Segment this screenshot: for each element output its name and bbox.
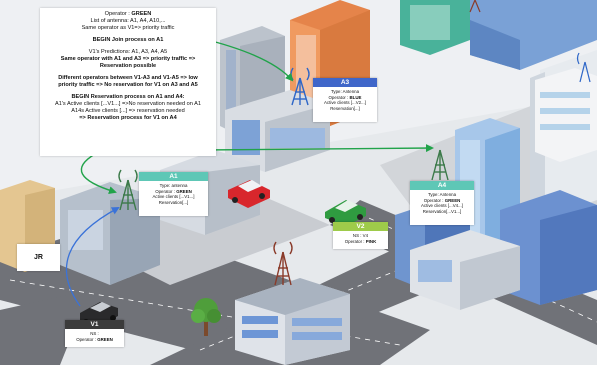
arrow-v1-to-a1	[65, 207, 120, 307]
card-a1-type: Type: antenna	[159, 183, 188, 188]
card-a3-clients: Active clients [...V2...]	[324, 100, 366, 106]
notes-a1-clients: A1's Active clients [...V1...] =>No rese…	[55, 101, 201, 107]
card-a3-reservation: Reservation[...]	[330, 105, 360, 111]
card-a4-clients: Active clients [...V4...]	[421, 203, 463, 209]
notes-reservation-begin: BEGIN Reservation process on A1 and A4:	[71, 94, 185, 100]
card-a1-operator-value: GREEN	[176, 188, 192, 194]
card-a4-title: A4	[410, 181, 474, 190]
card-a4: A4 Type: Antenna Operator : GREEN Active…	[410, 181, 474, 225]
arrow-notes-to-a4	[199, 144, 434, 153]
notes-same-operator: Same operator as V1=> priority traffic	[81, 25, 175, 31]
card-v2-title: V2	[333, 222, 388, 231]
card-a1: A1 Type: antenna Operator : GREEN Active…	[139, 172, 208, 216]
tree	[191, 298, 221, 336]
notes-a14-clients: A14s Active clients [...] => reservation…	[71, 108, 185, 114]
card-a1-operator-label: Operator :	[155, 188, 177, 194]
card-v2-operator-value: PINK	[365, 238, 377, 244]
antenna-a4-icon	[431, 149, 449, 181]
card-v1: V1 NS : Operator : GREEN	[65, 320, 124, 347]
card-a1-reservation: Reservation[...]	[158, 199, 189, 205]
jr-label: JR	[17, 244, 60, 271]
card-v1-ns: NS :	[90, 331, 99, 336]
arrow-notes-to-a1	[80, 153, 117, 195]
card-a3-operator-label: Operator :	[328, 94, 350, 100]
car-red	[228, 180, 270, 208]
notes-antenna-list: List of antenna: A1, A4, A10,...	[90, 18, 166, 24]
card-a4-operator-label: Operator :	[423, 197, 445, 203]
building-teal-top	[400, 0, 470, 55]
antenna-a1-icon	[118, 169, 138, 211]
card-a1-title: A1	[139, 172, 208, 181]
notes-priority-line1: Same operator with A1 and A3 => priority…	[60, 56, 196, 62]
notes-diff-operators-line1: Different operators between V1-A3 and V1…	[58, 75, 198, 81]
notes-join-process: BEGIN Join process on A1	[92, 37, 164, 43]
card-v1-operator-value: GREEN	[97, 336, 113, 342]
decision-notes: Operator : GREEN List of antenna: A1, A4…	[40, 8, 216, 156]
notes-operator-label: Operator :	[104, 11, 132, 17]
card-a3: A3 Type: Antenna Operator : BLUE Active …	[313, 78, 377, 122]
building-white-right	[535, 68, 597, 162]
building-office-bottom	[235, 278, 350, 365]
card-v1-operator-label: Operator :	[76, 336, 98, 342]
card-a4-type: Type: Antenna	[427, 192, 457, 197]
card-a3-operator-value: BLUE	[349, 94, 362, 100]
notes-diff-operators-line2: priority traffic => No reservation for V…	[58, 82, 198, 88]
notes-reservation-a4: => Reservation process for V1 on A4	[79, 115, 177, 121]
notes-predictions: V1's Predictions: A1, A3, A4, A5	[88, 49, 168, 55]
card-a4-reservation: Reservation[...V1...]	[422, 208, 462, 214]
antenna-top-right-icon	[576, 52, 591, 83]
antenna-top-center-icon	[469, 0, 481, 13]
antenna-center-icon	[273, 241, 293, 286]
card-a1-clients: Active clients [...V1...]	[152, 194, 195, 200]
building-bottom-right	[410, 230, 520, 310]
card-v2-ns: NS : V4	[352, 233, 369, 238]
card-v2: V2 NS : V4 Operator : PINK	[333, 222, 388, 249]
card-a4-operator-value: GREEN	[444, 197, 461, 203]
card-a3-title: A3	[313, 78, 377, 87]
building-blue-right	[470, 0, 597, 70]
card-v1-title: V1	[65, 320, 124, 329]
notes-priority-line2: Reservation possible	[99, 63, 157, 69]
card-v2-operator-label: Operator :	[344, 238, 366, 244]
card-a3-type: Type: Antenna	[330, 89, 360, 94]
notes-operator-value: GREEN	[131, 11, 152, 17]
car-green	[325, 200, 366, 226]
